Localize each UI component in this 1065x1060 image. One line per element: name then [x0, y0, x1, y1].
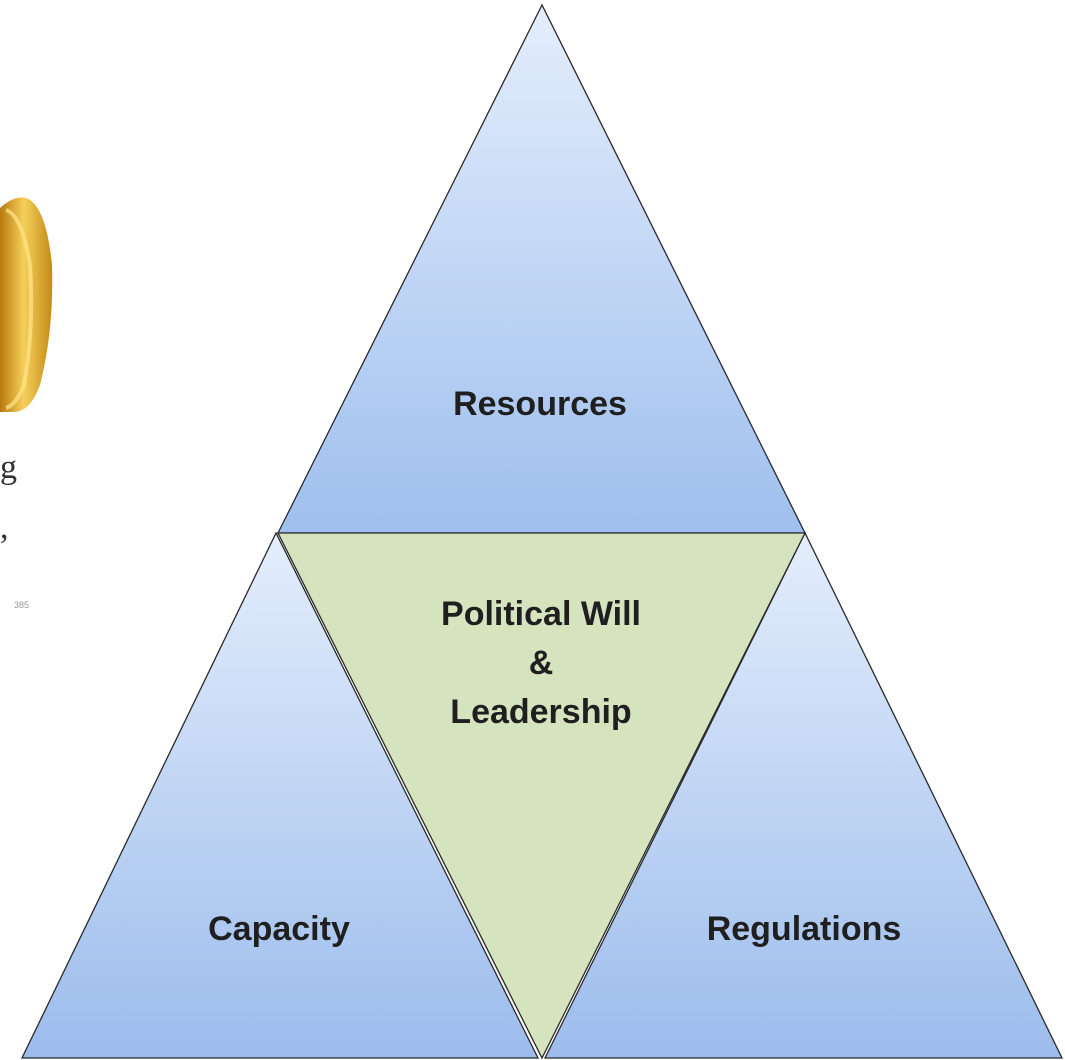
capacity-triangle: [20, 531, 540, 1059]
cropped-text-fragment-1: g: [0, 449, 17, 486]
political-will-label: Political Will: [441, 595, 641, 633]
leadership-label: Leadership: [450, 693, 631, 731]
cropped-text-fragment-2: ,: [0, 509, 9, 546]
regulations-label: Regulations: [707, 910, 902, 948]
ampersand-label: &: [529, 644, 554, 682]
cropped-text-fragment-3: 385: [14, 600, 29, 610]
resources-label: Resources: [453, 385, 627, 423]
resources-triangle: [276, 3, 807, 534]
capacity-label: Capacity: [208, 910, 350, 948]
regulations-triangle: [543, 531, 1064, 1059]
political-will-triangle: [276, 532, 807, 1060]
coin-image: [0, 197, 53, 412]
